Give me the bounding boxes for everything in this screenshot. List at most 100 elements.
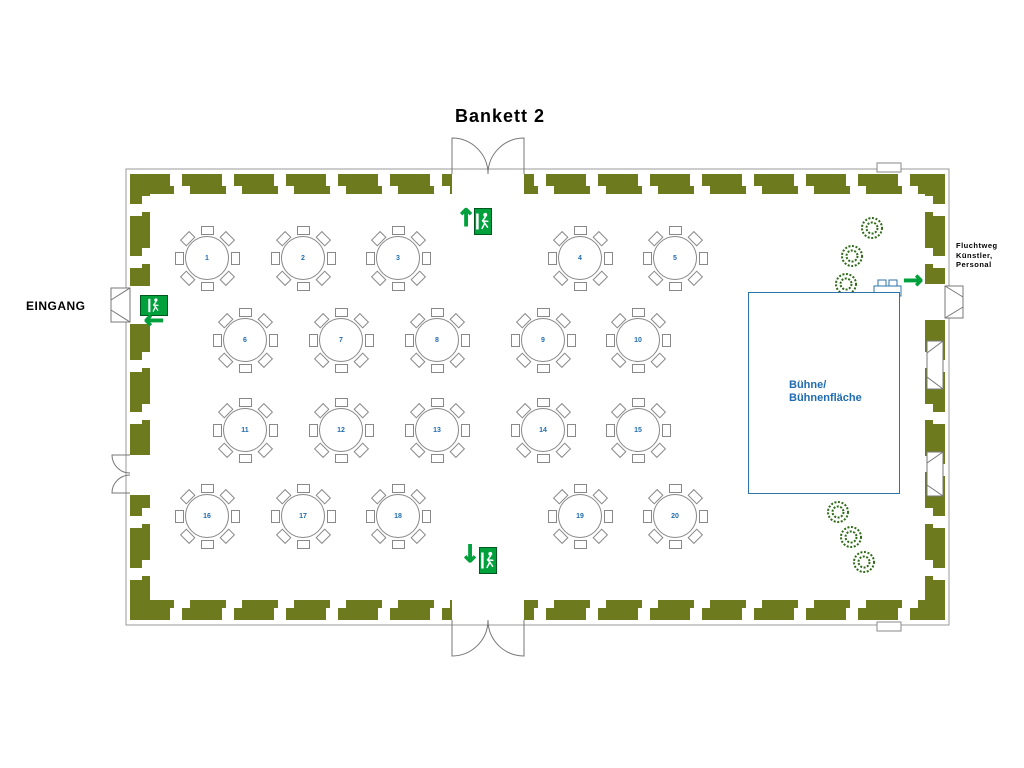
chair-icon: [296, 483, 310, 493]
chair-icon: [547, 251, 557, 265]
chair-icon: [536, 307, 550, 317]
chair-icon: [174, 509, 184, 523]
chair-icon: [296, 225, 310, 235]
banquet-table-1: 1: [174, 225, 240, 291]
chair-icon: [687, 488, 703, 504]
chair-icon: [592, 528, 608, 544]
chair-icon: [449, 442, 465, 458]
chair-icon: [219, 230, 235, 246]
chair-icon: [510, 423, 520, 437]
chair-icon: [217, 352, 233, 368]
table-number: 9: [541, 336, 545, 344]
chair-icon: [515, 402, 531, 418]
table-number: 1: [205, 254, 209, 262]
chair-icon: [326, 251, 336, 265]
chair-icon: [257, 402, 273, 418]
table-number: 20: [671, 512, 679, 520]
chair-icon: [610, 442, 626, 458]
chair-icon: [370, 528, 386, 544]
chair-icon: [536, 397, 550, 407]
chair-icon: [238, 397, 252, 407]
chair-icon: [230, 251, 240, 265]
chair-icon: [631, 397, 645, 407]
chair-icon: [217, 402, 233, 418]
emergency-exit-sign-bottom: [479, 547, 497, 574]
chair-icon: [179, 270, 195, 286]
exit-arrow-down-icon: ↓: [459, 540, 481, 568]
banquet-table-19: 19: [547, 483, 613, 549]
banquet-table-14: 14: [510, 397, 576, 463]
chair-icon: [219, 528, 235, 544]
table-number: 11: [241, 426, 249, 434]
chair-icon: [334, 397, 348, 407]
banquet-table-13: 13: [404, 397, 470, 463]
chair-icon: [642, 251, 652, 265]
banquet-table-10: 10: [605, 307, 671, 373]
chair-icon: [552, 230, 568, 246]
chair-icon: [603, 509, 613, 523]
chair-icon: [668, 281, 682, 291]
chair-icon: [370, 230, 386, 246]
chair-icon: [370, 270, 386, 286]
chair-icon: [179, 488, 195, 504]
banquet-table-11: 11: [212, 397, 278, 463]
chair-icon: [631, 453, 645, 463]
chair-icon: [650, 352, 666, 368]
chair-icon: [592, 230, 608, 246]
banquet-table-9: 9: [510, 307, 576, 373]
chair-icon: [647, 528, 663, 544]
chair-icon: [642, 509, 652, 523]
table-number: 7: [339, 336, 343, 344]
chair-icon: [555, 442, 571, 458]
chair-icon: [391, 483, 405, 493]
chair-icon: [687, 230, 703, 246]
banquet-table-5: 5: [642, 225, 708, 291]
chair-icon: [219, 270, 235, 286]
chair-icon: [430, 363, 444, 373]
chair-icon: [647, 488, 663, 504]
chair-icon: [650, 442, 666, 458]
chair-icon: [326, 509, 336, 523]
chair-icon: [313, 442, 329, 458]
chair-icon: [353, 402, 369, 418]
exit-arrow-left-icon: ←: [143, 306, 165, 334]
chair-icon: [552, 488, 568, 504]
chair-icon: [698, 251, 708, 265]
chair-icon: [308, 423, 318, 437]
chair-icon: [179, 528, 195, 544]
table-number: 17: [299, 512, 307, 520]
chair-icon: [409, 442, 425, 458]
chair-icon: [410, 230, 426, 246]
chair-icon: [404, 333, 414, 347]
chair-icon: [270, 509, 280, 523]
stage-label-line2: Bühnenfläche: [789, 392, 862, 404]
chair-icon: [460, 333, 470, 347]
chair-icon: [257, 442, 273, 458]
chair-icon: [238, 307, 252, 317]
chair-icon: [555, 312, 571, 328]
page-title: Bankett 2: [454, 106, 546, 126]
chair-icon: [219, 488, 235, 504]
table-number: 6: [243, 336, 247, 344]
exit-arrow-up-icon: ↑: [455, 204, 477, 232]
table-number: 12: [337, 426, 345, 434]
chair-icon: [668, 483, 682, 493]
banquet-table-12: 12: [308, 397, 374, 463]
escape-route-label: Fluchtweg Künstler, Personal: [956, 241, 1018, 270]
stage-label: Bühne/ Bühnenfläche: [789, 379, 862, 405]
table-number: 13: [433, 426, 441, 434]
chair-icon: [391, 281, 405, 291]
chair-icon: [365, 251, 375, 265]
chair-icon: [275, 528, 291, 544]
chair-icon: [610, 312, 626, 328]
chair-icon: [212, 333, 222, 347]
table-number: 19: [576, 512, 584, 520]
stage-label-line1: Bühne/: [789, 379, 827, 391]
chair-icon: [687, 528, 703, 544]
chair-icon: [334, 307, 348, 317]
escape-route-line2: Künstler,: [956, 250, 993, 260]
banquet-table-8: 8: [404, 307, 470, 373]
chair-icon: [592, 488, 608, 504]
